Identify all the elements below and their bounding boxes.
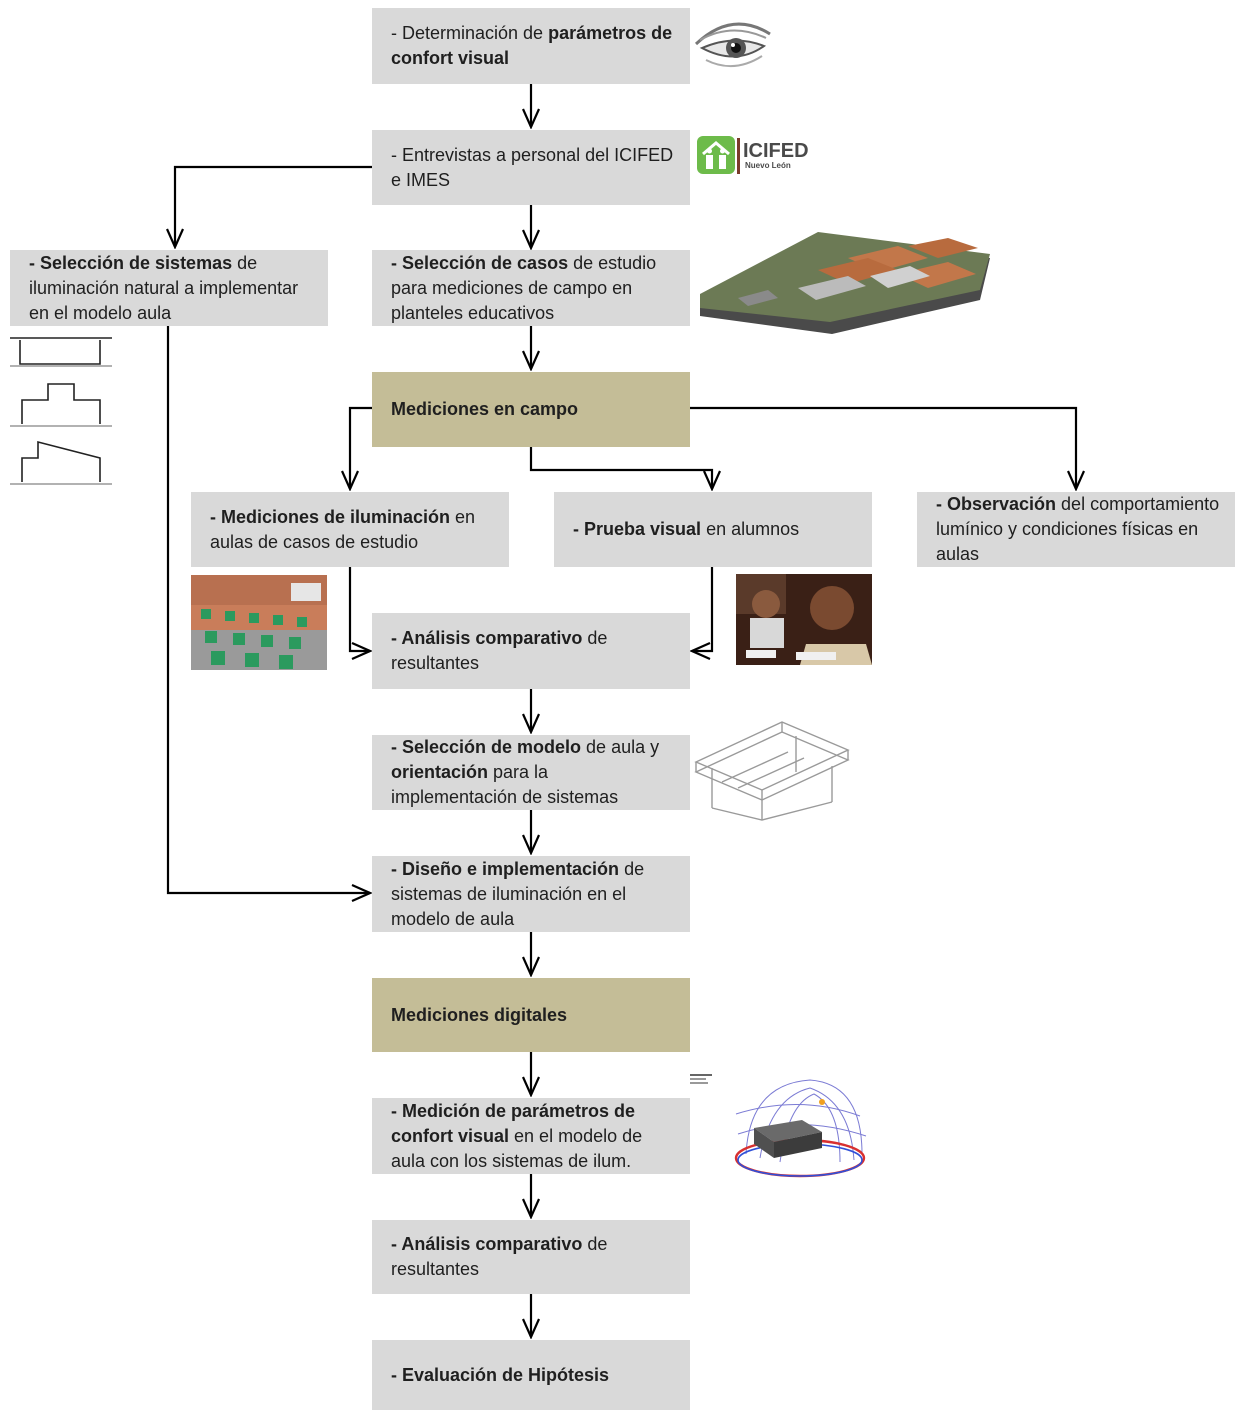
node-text: en alumnos [701,519,800,539]
node-text: en aulas de casos de estudio [210,506,476,552]
node-text: - Determinación de [391,23,549,43]
node-text: de sistemas de iluminación en el modelo … [391,858,645,929]
students-reading-photo [736,574,872,665]
icifed-logo-divider [737,138,740,174]
node-confort-visual: - Determinación de parámetros de confort… [372,8,690,84]
node-text-bold: Mediciones digitales [391,1004,568,1025]
node-text-bold: orientación [391,762,489,782]
node-text-bold: parámetros de confort visual [391,23,673,68]
classroom-photo [191,575,327,670]
node-text-bold: - Selección de casos [391,252,569,273]
arrow-5-6 [350,406,372,489]
node-text-bold: - Prueba visual [573,519,702,539]
daylighting-system-sections [10,337,112,485]
node-text: del comportamiento lumínico y condicione… [936,494,1220,564]
icifed-logo-subtitle: Nuevo León [745,161,791,170]
node-text-bold: - Observación [936,494,1057,514]
node-text-bold: - Selección de sistemas [29,252,233,273]
node-text: de resultantes [391,628,608,673]
node-text-bold: - Selección de modelo [391,737,582,757]
icifed-logo-name: ICIFED [743,140,809,162]
node-text: en el modelo de aula con los sistemas de… [391,1125,643,1171]
node-text-bold: - Diseño e implementación [391,858,620,879]
node-text-bold: Mediciones en campo [391,399,579,419]
node-text-bold: - Análisis comparativo [391,628,583,648]
arrow-3-11 [166,326,370,893]
classroom-wireframe-model [694,721,850,821]
node-seleccion-casos: - Selección de casos de estudio para med… [372,250,690,326]
icifed-logo: ICIFED Nuevo León [697,134,817,178]
arrow-2-3 [175,165,372,247]
node-mediciones-campo: Mediciones en campo [372,372,690,447]
node-medicion-parametros: - Medición de parámetros de confort visu… [372,1098,690,1174]
arrow-7-9 [692,567,714,651]
node-text-bold: - Evaluación de Hipótesis [391,1364,610,1385]
node-seleccion-sistemas: - Selección de sistemas de iluminación n… [10,250,328,326]
node-analisis-comparativo-2: - Análisis comparativo de resultantes [372,1220,690,1294]
node-text-bold: - Medición de parámetros de confort visu… [391,1100,636,1146]
school-campus-render [700,232,990,334]
node-text: - Entrevistas a personal del ICIFED e IM… [391,144,674,190]
node-text: para la implementación de sistemas [391,762,619,807]
node-text: de aula y [581,737,660,757]
node-diseno-implementacion: - Diseño e implementación de sistemas de… [372,856,690,932]
node-text: de resultantes [391,1234,608,1279]
node-text-bold: - Mediciones de iluminación [210,506,451,527]
node-text-bold: - Análisis comparativo [391,1234,583,1254]
arrow-6-9 [348,567,370,651]
node-evaluacion-hipotesis: - Evaluación de Hipótesis [372,1340,690,1410]
node-mediciones-digitales: Mediciones digitales [372,978,690,1052]
node-observacion: - Observación del comportamiento lumínic… [917,492,1235,567]
eye-illustration [694,22,771,67]
node-prueba-visual: - Prueba visual en alumnos [554,492,872,567]
arrow-5-8 [690,406,1076,489]
arrow-5-7 [529,447,712,489]
node-mediciones-iluminacion: - Mediciones de iluminación en aulas de … [191,492,509,567]
node-text: de iluminación natural a implementar en … [29,252,299,323]
sunpath-simulation-model [690,1074,867,1178]
icifed-logo-icon [697,136,735,174]
node-seleccion-modelo: - Selección de modelo de aula y orientac… [372,735,690,810]
node-analisis-comparativo-1: - Análisis comparativo de resultantes [372,613,690,689]
node-text: de estudio para mediciones de campo en p… [391,252,657,323]
node-entrevistas: - Entrevistas a personal del ICIFED e IM… [372,130,690,205]
